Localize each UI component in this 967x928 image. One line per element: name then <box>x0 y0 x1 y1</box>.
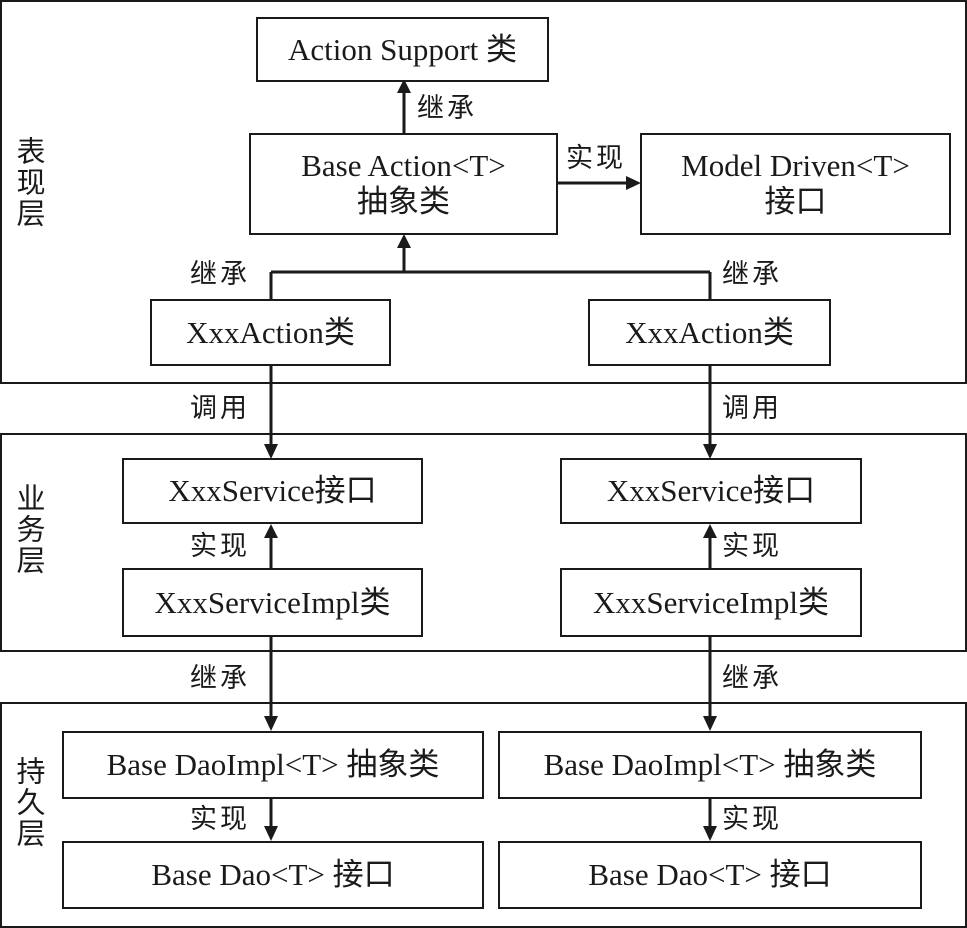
base-action-abstract-class-box: Base Action<T> 抽象类 <box>249 133 558 235</box>
inherit-action-right-label: 继承 <box>722 259 782 289</box>
xxx-service-impl-label: XxxServiceImpl类 <box>154 584 391 620</box>
inherit-dao-right-label: 继承 <box>722 663 782 693</box>
action-support-class-label: Action Support 类 <box>287 31 518 67</box>
xxx-action-class-box-right: XxxAction类 <box>588 299 831 366</box>
xxx-action-class-box-left: XxxAction类 <box>150 299 391 366</box>
base-dao-impl-label: Base DaoImpl<T> 抽象类 <box>543 747 877 782</box>
action-support-class-box: Action Support 类 <box>256 17 549 82</box>
inherit-dao-left-label: 继承 <box>190 663 250 693</box>
model-driven-interface-box: Model Driven<T> 接口 <box>640 133 951 235</box>
inherit-top-label: 继承 <box>417 93 477 123</box>
base-dao-interface-box-left: Base Dao<T> 接口 <box>62 841 484 909</box>
call-left-label: 调用 <box>190 393 250 423</box>
implement-dao-right-label: 实现 <box>722 804 782 834</box>
implement-dao-left-label: 实现 <box>190 804 250 834</box>
xxx-service-label: XxxService接口 <box>606 473 816 508</box>
xxx-service-impl-label: XxxServiceImpl类 <box>593 584 829 620</box>
base-dao-label: Base Dao<T> 接口 <box>151 857 395 892</box>
persistence-layer-label: 持久层 <box>12 756 44 849</box>
xxx-service-interface-box-left: XxxService接口 <box>122 458 423 524</box>
call-right-label: 调用 <box>722 393 782 423</box>
implement-service-left-label: 实现 <box>190 531 250 561</box>
base-dao-impl-abstract-class-box-right: Base DaoImpl<T> 抽象类 <box>498 731 922 799</box>
xxx-service-impl-class-box-left: XxxServiceImpl类 <box>122 568 423 637</box>
model-driven-name: Model Driven<T> <box>681 148 910 183</box>
xxx-service-label: XxxService接口 <box>168 473 377 508</box>
xxx-service-impl-class-box-right: XxxServiceImpl类 <box>560 568 862 637</box>
base-dao-interface-box-right: Base Dao<T> 接口 <box>498 841 922 909</box>
base-action-name: Base Action<T> <box>301 148 506 183</box>
xxx-service-interface-box-right: XxxService接口 <box>560 458 862 524</box>
implement-service-right-label: 实现 <box>722 531 782 561</box>
xxx-action-label: XxxAction类 <box>186 314 355 350</box>
base-dao-label: Base Dao<T> 接口 <box>588 857 832 892</box>
xxx-action-label: XxxAction类 <box>625 314 794 350</box>
base-dao-impl-abstract-class-box-left: Base DaoImpl<T> 抽象类 <box>62 731 484 799</box>
model-driven-kind: 接口 <box>764 184 827 219</box>
inherit-action-left-label: 继承 <box>190 259 250 289</box>
business-layer-label: 业务层 <box>12 483 44 576</box>
presentation-layer-label: 表现层 <box>12 136 44 229</box>
base-dao-impl-label: Base DaoImpl<T> 抽象类 <box>106 747 440 782</box>
base-action-kind: 抽象类 <box>357 184 450 219</box>
implement-top-label: 实现 <box>566 143 626 173</box>
